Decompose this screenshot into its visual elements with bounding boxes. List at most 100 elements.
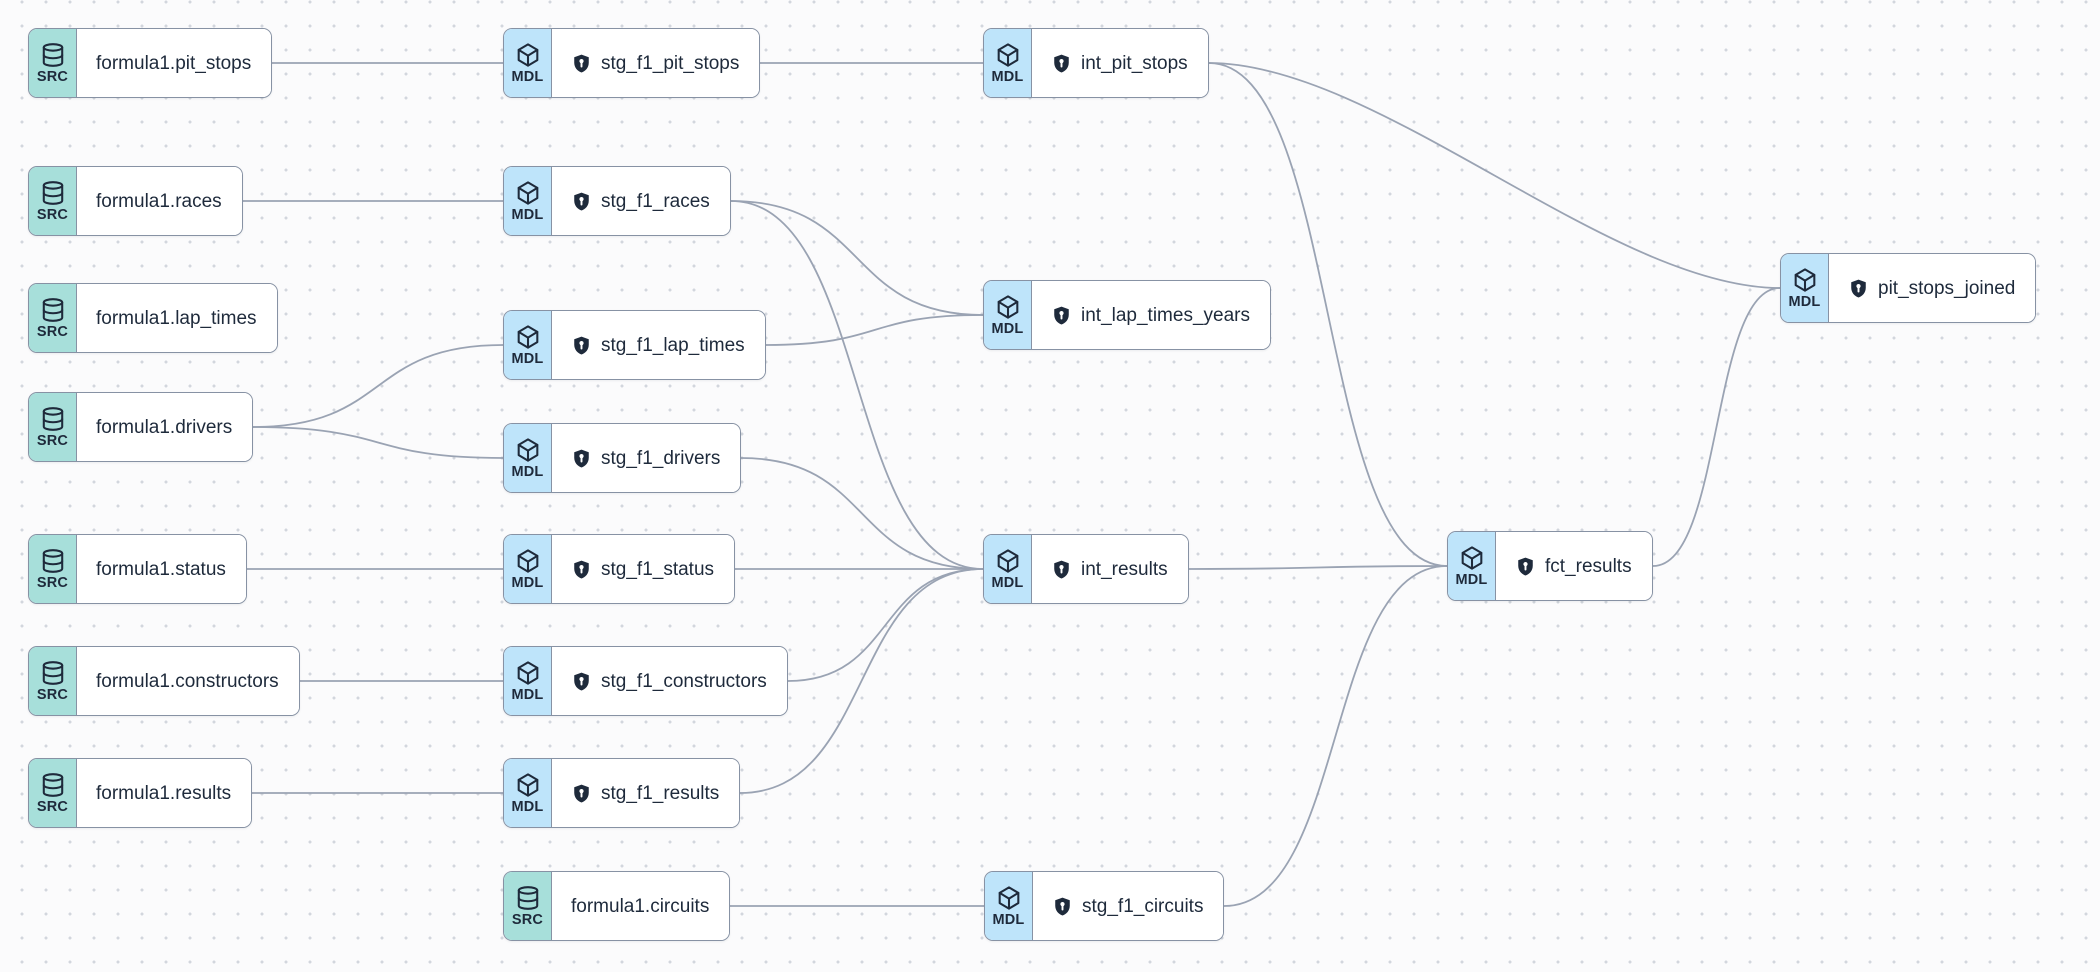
package-icon bbox=[517, 438, 538, 462]
package-icon bbox=[1461, 546, 1482, 570]
node-label: formula1.circuits bbox=[571, 895, 710, 917]
lineage-edge-stg_races-to-int_lap_times_years bbox=[730, 200, 984, 316]
database-icon bbox=[42, 180, 63, 205]
node-body: stg_f1_drivers bbox=[552, 424, 741, 492]
node-body: formula1.constructors bbox=[77, 647, 299, 715]
shield-icon bbox=[574, 449, 589, 468]
node-type-badge-label: MDL bbox=[511, 798, 544, 815]
package-icon bbox=[997, 295, 1018, 319]
node-type-badge-label: SRC bbox=[511, 911, 544, 928]
shield-icon bbox=[1054, 54, 1069, 73]
lineage-node-stg-f1-races[interactable]: MDL stg_f1_races bbox=[503, 166, 731, 236]
lineage-node-stg-f1-lap-times[interactable]: MDL stg_f1_lap_times bbox=[503, 310, 766, 380]
node-type-badge-label: MDL bbox=[511, 68, 544, 85]
node-type-badge-label: MDL bbox=[511, 350, 544, 367]
node-body: stg_f1_circuits bbox=[1033, 872, 1224, 940]
node-type-badge: MDL bbox=[984, 535, 1032, 603]
node-label: formula1.drivers bbox=[96, 416, 233, 438]
lineage-node-int-pit-stops[interactable]: MDL int_pit_stops bbox=[983, 28, 1209, 98]
node-type-badge: SRC bbox=[29, 535, 77, 603]
node-type-badge-label: MDL bbox=[511, 463, 544, 480]
database-icon bbox=[42, 548, 63, 573]
package-icon bbox=[517, 181, 538, 205]
node-type-badge: MDL bbox=[504, 29, 552, 97]
node-body: formula1.lap_times bbox=[77, 284, 277, 352]
node-body: formula1.pit_stops bbox=[77, 29, 272, 97]
node-type-badge: MDL bbox=[985, 872, 1033, 940]
node-type-badge-label: SRC bbox=[36, 432, 69, 449]
node-type-badge-label: MDL bbox=[991, 574, 1024, 591]
shield-icon bbox=[1518, 557, 1533, 576]
lineage-edge-src_drivers-to-stg_drivers bbox=[252, 426, 504, 459]
node-label: formula1.status bbox=[96, 558, 226, 580]
lineage-node-formula1-status[interactable]: SRC formula1.status bbox=[28, 534, 247, 604]
lineage-edge-stg_lap_times-to-int_lap_times_years bbox=[765, 314, 984, 346]
node-type-badge: MDL bbox=[504, 535, 552, 603]
node-body: formula1.status bbox=[77, 535, 246, 603]
lineage-edge-int_pit_stops-to-pit_stops_joined bbox=[1208, 62, 1781, 289]
shield-icon bbox=[1851, 279, 1866, 298]
node-type-badge: MDL bbox=[1781, 254, 1829, 322]
lineage-node-stg-f1-constructors[interactable]: MDL stg_f1_constructors bbox=[503, 646, 788, 716]
database-icon bbox=[42, 772, 63, 797]
node-body: stg_f1_status bbox=[552, 535, 735, 603]
node-type-badge-label: MDL bbox=[991, 68, 1024, 85]
lineage-node-formula1-races[interactable]: SRC formula1.races bbox=[28, 166, 243, 236]
node-label: formula1.races bbox=[96, 190, 222, 212]
node-type-badge-label: SRC bbox=[36, 68, 69, 85]
node-label: int_lap_times_years bbox=[1081, 304, 1250, 326]
package-icon bbox=[517, 661, 538, 685]
node-body: stg_f1_pit_stops bbox=[552, 29, 760, 97]
package-icon bbox=[517, 43, 538, 67]
lineage-node-stg-f1-pit-stops[interactable]: MDL stg_f1_pit_stops bbox=[503, 28, 761, 98]
lineage-node-formula1-constructors[interactable]: SRC formula1.constructors bbox=[28, 646, 300, 716]
node-body: int_lap_times_years bbox=[1032, 281, 1270, 349]
lineage-node-pit-stops-joined[interactable]: MDL pit_stops_joined bbox=[1780, 253, 2037, 323]
node-type-badge-label: SRC bbox=[36, 686, 69, 703]
package-icon bbox=[517, 325, 538, 349]
node-body: stg_f1_lap_times bbox=[552, 311, 765, 379]
node-type-badge: MDL bbox=[984, 29, 1032, 97]
lineage-node-int-results[interactable]: MDL int_results bbox=[983, 534, 1189, 604]
lineage-node-fct-results[interactable]: MDL fct_results bbox=[1447, 531, 1653, 601]
lineage-node-formula1-drivers[interactable]: SRC formula1.drivers bbox=[28, 392, 254, 462]
shield-icon bbox=[1055, 897, 1070, 916]
lineage-node-int-lap-times-years[interactable]: MDL int_lap_times_years bbox=[983, 280, 1271, 350]
shield-icon bbox=[574, 336, 589, 355]
lineage-node-formula1-results[interactable]: SRC formula1.results bbox=[28, 758, 253, 828]
lineage-node-formula1-pit-stops[interactable]: SRC formula1.pit_stops bbox=[28, 28, 273, 98]
node-body: int_results bbox=[1032, 535, 1188, 603]
node-type-badge: SRC bbox=[29, 284, 77, 352]
node-type-badge: MDL bbox=[504, 311, 552, 379]
package-icon bbox=[1794, 268, 1815, 292]
lineage-edge-stg_circuits-to-fct_results bbox=[1223, 565, 1448, 907]
node-label: stg_f1_races bbox=[601, 190, 710, 212]
lineage-node-formula1-circuits[interactable]: SRC formula1.circuits bbox=[503, 871, 731, 941]
node-type-badge: SRC bbox=[504, 872, 552, 940]
node-type-badge-label: MDL bbox=[511, 206, 544, 223]
node-type-badge: MDL bbox=[504, 647, 552, 715]
lineage-node-stg-f1-drivers[interactable]: MDL stg_f1_drivers bbox=[503, 423, 742, 493]
node-label: stg_f1_circuits bbox=[1082, 895, 1204, 917]
package-icon bbox=[998, 886, 1019, 910]
lineage-edge-stg_races-to-int_results bbox=[730, 200, 984, 570]
node-type-badge-label: SRC bbox=[36, 323, 69, 340]
shield-icon bbox=[1054, 560, 1069, 579]
shield-icon bbox=[1054, 306, 1069, 325]
node-label: formula1.pit_stops bbox=[96, 52, 252, 74]
package-icon bbox=[997, 549, 1018, 573]
lineage-node-formula1-lap-times[interactable]: SRC formula1.lap_times bbox=[28, 283, 278, 353]
lineage-node-stg-f1-status[interactable]: MDL stg_f1_status bbox=[503, 534, 736, 604]
lineage-edge-src_drivers-to-stg_lap_times bbox=[252, 344, 504, 428]
node-body: formula1.races bbox=[77, 167, 242, 235]
node-body: stg_f1_results bbox=[552, 759, 740, 827]
lineage-node-stg-f1-results[interactable]: MDL stg_f1_results bbox=[503, 758, 741, 828]
node-label: stg_f1_results bbox=[601, 782, 720, 804]
database-icon bbox=[42, 660, 63, 685]
node-type-badge-label: MDL bbox=[511, 574, 544, 591]
node-body: stg_f1_constructors bbox=[552, 647, 787, 715]
lineage-node-stg-f1-circuits[interactable]: MDL stg_f1_circuits bbox=[984, 871, 1225, 941]
database-icon bbox=[42, 297, 63, 322]
node-label: formula1.lap_times bbox=[96, 307, 257, 329]
